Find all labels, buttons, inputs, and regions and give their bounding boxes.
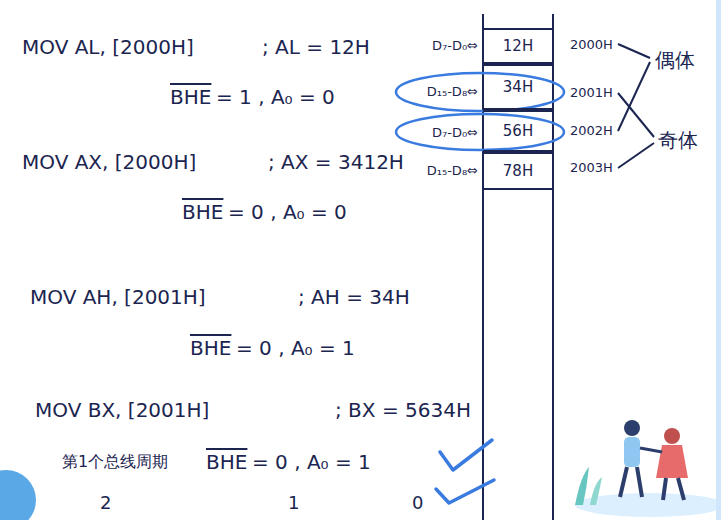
comment: ; AX = 3412H	[268, 150, 404, 174]
instruction: MOV AL, [2000H]	[22, 35, 194, 59]
memory-cell: 78H	[483, 152, 553, 190]
decor-blob	[0, 470, 36, 520]
checkmark	[436, 480, 494, 503]
memory-column-line	[552, 14, 554, 520]
memory-cell: 56H	[483, 110, 553, 152]
cell-value: 12H	[503, 37, 533, 55]
checkmark	[440, 440, 492, 470]
instruction: MOV AH, [2001H]	[30, 285, 206, 309]
bank-name: 奇体	[658, 128, 698, 152]
decor-person	[640, 448, 662, 452]
address: 2003H	[570, 160, 613, 176]
decor-plant	[575, 467, 589, 505]
memory-cell: 34H	[483, 64, 553, 110]
signal-value: = 1 , A₀ = 0	[216, 85, 335, 109]
decor-person	[620, 467, 642, 497]
decor-person	[624, 437, 640, 467]
signal-name: BHE	[170, 85, 211, 109]
decor-person	[624, 420, 640, 436]
decor-plant	[590, 477, 602, 505]
note-number: 2	[100, 492, 111, 514]
data-bus-label: D₁₅-D₈⇔	[427, 163, 478, 179]
address: 2002H	[570, 123, 613, 139]
cell-value: 56H	[503, 122, 533, 140]
signal-name: BHE	[206, 450, 247, 474]
bracket-line	[618, 62, 650, 131]
signal-value: = 0 , A₀ = 1	[236, 336, 355, 360]
note-number: 0	[412, 492, 423, 514]
instruction: MOV BX, [2001H]	[35, 398, 209, 422]
memory-cell: 12H	[483, 28, 553, 64]
instruction: MOV AX, [2000H]	[22, 150, 196, 174]
highlight-ellipse	[396, 73, 564, 111]
slide-edge	[716, 0, 721, 520]
signal-value: = 0 , A₀ = 0	[228, 200, 347, 224]
signal-name: BHE	[190, 336, 231, 360]
comment: ; AL = 12H	[262, 35, 370, 59]
decor-person	[663, 478, 684, 500]
note-number: 1	[288, 492, 299, 514]
note: 第1个总线周期	[62, 452, 168, 471]
cell-value: 34H	[503, 78, 533, 96]
address: 2000H	[570, 37, 613, 53]
highlight-ellipse	[396, 114, 564, 150]
data-bus-label: D₁₅-D₈⇔	[427, 84, 478, 100]
signal-name: BHE	[182, 200, 223, 224]
bracket-line	[618, 44, 650, 58]
bracket-line	[618, 143, 654, 168]
data-bus-label: D₇-D₀⇔	[432, 38, 478, 54]
bank-name: 偶体	[655, 48, 695, 72]
data-bus-label: D₇-D₀⇔	[432, 125, 478, 141]
decor-person	[656, 445, 688, 478]
decor-person	[664, 428, 680, 444]
comment: ; BX = 5634H	[335, 398, 471, 422]
address: 2001H	[570, 85, 613, 101]
comment: ; AH = 34H	[298, 285, 410, 309]
cell-value: 78H	[503, 162, 533, 180]
signal-value: = 0 , A₀ = 1	[252, 450, 371, 474]
bracket-line	[618, 93, 654, 137]
